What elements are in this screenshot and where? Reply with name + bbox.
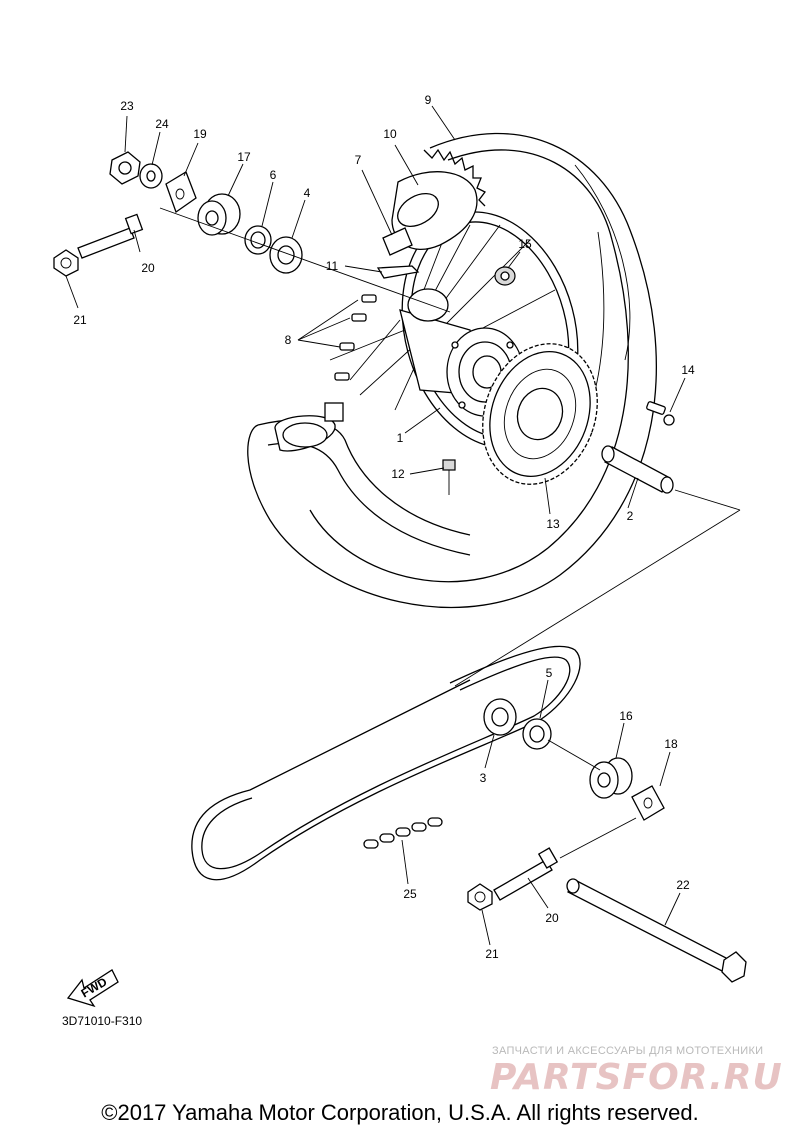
collar-16: [589, 757, 633, 799]
oil-seal-5: [522, 718, 552, 750]
callout-14: 14: [681, 363, 695, 377]
callout-20-bottom: 20: [545, 911, 559, 925]
callout-10: 10: [383, 127, 397, 141]
callout-7: 7: [355, 153, 362, 167]
callout-9: 9: [425, 93, 432, 107]
callout-13: 13: [546, 517, 560, 531]
watermark-logo: PARTSFOR.RU: [490, 1057, 783, 1098]
sprocket: [482, 343, 598, 485]
valve-12: [442, 459, 456, 495]
collar-17: [197, 193, 241, 236]
drive-chain: [191, 645, 581, 881]
tire-valve: [274, 402, 344, 452]
collar-2: [601, 445, 674, 494]
bearing-3: [483, 698, 517, 736]
rim-tape: [382, 227, 413, 256]
callout-15: 15: [518, 237, 532, 251]
callout-16: 16: [619, 709, 633, 723]
watermark-tagline: ЗАПЧАСТИ И АКСЕССУАРЫ ДЛЯ МОТОТЕХНИКИ: [492, 1045, 764, 1057]
callout-11: 11: [326, 259, 339, 273]
callout-21-bottom: 21: [485, 947, 499, 961]
callout-25: 25: [403, 887, 417, 901]
bolt-14: [646, 401, 675, 426]
axle-22: [566, 878, 747, 983]
callout-23: 23: [120, 99, 134, 113]
callout-17: 17: [237, 150, 251, 164]
callout-5: 5: [546, 666, 553, 680]
callout-24: 24: [155, 117, 169, 131]
callout-18: 18: [664, 737, 678, 751]
washer-24: [139, 163, 163, 189]
chain-links: [363, 817, 443, 849]
callout-19: 19: [193, 127, 207, 141]
callout-12: 12: [391, 467, 405, 481]
callout-6: 6: [270, 168, 277, 182]
spacer-15: [494, 266, 516, 286]
bolt-20-bottom: [493, 847, 559, 901]
fwd-arrow-icon: FWD: [66, 969, 119, 1008]
adjuster-19: [165, 171, 197, 214]
callout-2: 2: [627, 509, 634, 523]
bolt-20-top: [77, 213, 144, 259]
bearing-4: [269, 236, 303, 274]
callout-21-top: 21: [73, 313, 87, 327]
adjuster-18: [631, 785, 665, 821]
callout-8: 8: [285, 333, 292, 347]
callout-20-top: 20: [141, 261, 155, 275]
nut-21-top: [53, 249, 79, 277]
bolts-8: [334, 294, 377, 381]
nut-21-bottom: [467, 883, 493, 911]
rim-band: [376, 265, 420, 279]
nut-23: [109, 151, 141, 185]
callout-22: 22: [676, 878, 690, 892]
callout-3: 3: [480, 771, 487, 785]
diagram-code: 3D71010-F310: [62, 1014, 143, 1028]
callout-numbers: 23 24 19 17 6 4 20 21 9 10 7 11 15 8 1 1…: [73, 93, 695, 961]
leader-lines: [65, 105, 686, 946]
callout-1: 1: [397, 431, 404, 445]
copyright-notice: ©2017 Yamaha Motor Corporation, U.S.A. A…: [101, 1100, 699, 1125]
callout-4: 4: [304, 186, 311, 200]
